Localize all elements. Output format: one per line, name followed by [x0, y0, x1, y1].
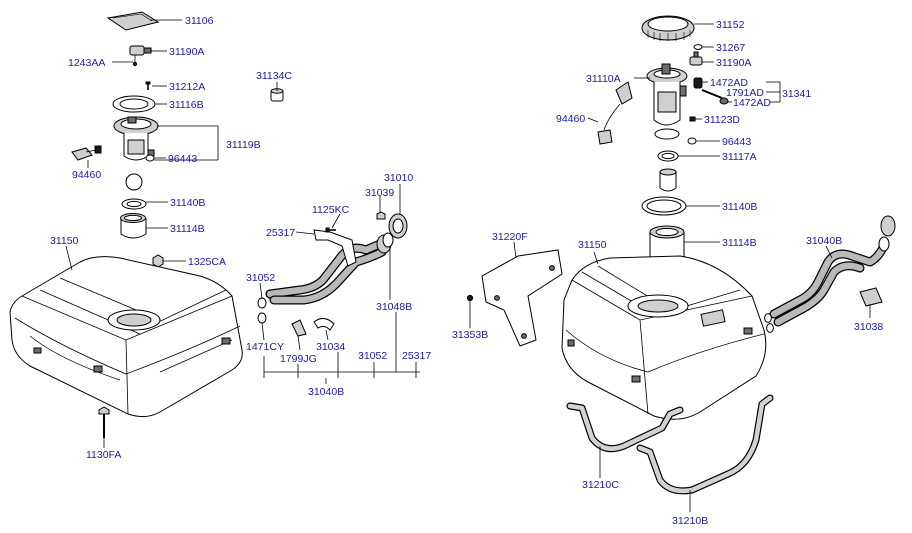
part-31048B-gasket[interactable]: [382, 232, 394, 248]
label-1130FA: 1130FA: [86, 449, 121, 461]
label-31220F: 31220F: [492, 231, 528, 243]
label-31210B: 31210B: [672, 515, 708, 527]
part-31010-fuel-cap[interactable]: [388, 213, 408, 239]
part-31190A-sender-right[interactable]: [689, 51, 703, 66]
part-31210C-strap-front[interactable]: [566, 402, 684, 453]
label-31040B-left: 31040B: [308, 386, 344, 398]
part-labels: 31106 1243AA 31190A 31212A 31134C 31116B…: [50, 15, 883, 527]
part-1125KC-bolt[interactable]: [325, 227, 336, 233]
label-31052-a: 31052: [246, 272, 275, 284]
label-25317-b: 25317: [402, 350, 431, 362]
part-31140B-seal-left[interactable]: [121, 173, 147, 210]
label-31150-right: 31150: [578, 239, 607, 251]
part-31119B-pump-unit[interactable]: [113, 116, 159, 161]
label-31152: 31152: [716, 19, 745, 31]
label-31150-left: 31150: [50, 235, 79, 247]
label-31123D: 31123D: [704, 114, 740, 126]
label-31212A: 31212A: [169, 81, 205, 93]
part-31039-screw[interactable]: [376, 211, 386, 220]
part-31034-holder[interactable]: [313, 318, 335, 331]
part-31150-tank-left[interactable]: [9, 256, 243, 418]
part-31210B-strap-rear[interactable]: [636, 394, 774, 495]
part-31106-cover[interactable]: [106, 11, 160, 31]
part-31117A-strainer[interactable]: [657, 150, 679, 192]
left-leader-lines: [65, 19, 278, 448]
label-1799JG: 1799JG: [280, 353, 317, 365]
part-1799JG-tie[interactable]: [291, 319, 307, 337]
part-31140B-seal-right[interactable]: [641, 196, 687, 216]
label-1791AD: 1791AD: [726, 87, 764, 99]
part-31267-o-ring[interactable]: [693, 44, 703, 50]
label-31116B: 31116B: [169, 99, 204, 111]
label-31353B: 31353B: [452, 329, 488, 341]
part-31114B-cylinder-left[interactable]: [120, 213, 147, 239]
label-31114B-right: 31114B: [722, 237, 757, 249]
label-1471CY: 1471CY: [246, 341, 284, 353]
label-94460-left: 94460: [72, 169, 101, 181]
part-31220F-bracket[interactable]: [481, 249, 563, 347]
label-31038: 31038: [854, 321, 883, 333]
label-31010: 31010: [384, 172, 413, 184]
part-96443-clip-right[interactable]: [687, 137, 697, 145]
label-31039: 31039: [365, 187, 394, 199]
label-31040B-right: 31040B: [806, 235, 842, 247]
part-96443-clip-left[interactable]: [145, 154, 155, 162]
part-1471CY-clamp[interactable]: [257, 312, 267, 324]
part-94460-connector-right[interactable]: [597, 81, 633, 145]
label-31114B-left: 31114B: [170, 223, 205, 235]
part-31353B-nut[interactable]: [466, 294, 474, 302]
part-31052-clamp-a[interactable]: [257, 297, 267, 309]
part-31116B-gasket[interactable]: [112, 95, 156, 113]
part-31150-tank-right[interactable]: [561, 255, 767, 420]
label-31110A: 31110A: [586, 73, 621, 85]
label-31210C: 31210C: [582, 479, 619, 491]
right-leader-lines: [469, 23, 871, 512]
part-31212A-bolt[interactable]: [145, 81, 151, 90]
label-31134C: 31134C: [256, 70, 292, 82]
label-31140B-right: 31140B: [722, 201, 757, 213]
part-31341-sensor-set[interactable]: [693, 77, 729, 105]
part-94460-connector-left[interactable]: [71, 145, 102, 161]
label-31106: 31106: [185, 15, 214, 27]
label-25317-a: 25317: [266, 227, 295, 239]
label-31048B: 31048B: [376, 301, 412, 313]
label-31140B-left: 31140B: [170, 197, 205, 209]
label-1472AD-a: 1472AD: [710, 77, 748, 89]
label-1125KC: 1125KC: [312, 204, 350, 216]
label-31052-b: 31052: [358, 350, 387, 362]
label-31190A-right: 31190A: [716, 57, 751, 69]
part-31038-label-plate[interactable]: [859, 287, 883, 307]
label-1472AD-b: 1472AD: [733, 97, 771, 109]
label-96443-left: 96443: [168, 153, 197, 165]
middle-leader-lines: [259, 184, 420, 384]
part-1130FA-bolt[interactable]: [98, 406, 110, 438]
label-1243AA: 1243AA: [68, 57, 105, 69]
label-31267: 31267: [716, 42, 745, 54]
part-25317-bracket[interactable]: [313, 229, 357, 267]
part-1325CA-nut[interactable]: [152, 254, 164, 268]
label-31034: 31034: [316, 341, 345, 353]
part-31190A-sender-left[interactable]: [129, 45, 152, 67]
label-31190A-left: 31190A: [169, 46, 204, 58]
part-31152-lock-ring[interactable]: [641, 15, 695, 41]
label-31341: 31341: [782, 88, 811, 100]
label-94460-right: 94460: [556, 113, 585, 125]
label-31117A: 31117A: [722, 151, 757, 163]
label-1325CA: 1325CA: [188, 256, 226, 268]
part-31040B-filler-pipe-left[interactable]: [265, 234, 392, 305]
part-31040B-filler-pipe-right[interactable]: [764, 215, 896, 333]
label-96443-right: 96443: [722, 136, 751, 148]
part-31110A-pump-module[interactable]: [646, 63, 688, 140]
part-31123D-fastener[interactable]: [689, 116, 696, 122]
label-31119B: 31119B: [226, 139, 261, 151]
